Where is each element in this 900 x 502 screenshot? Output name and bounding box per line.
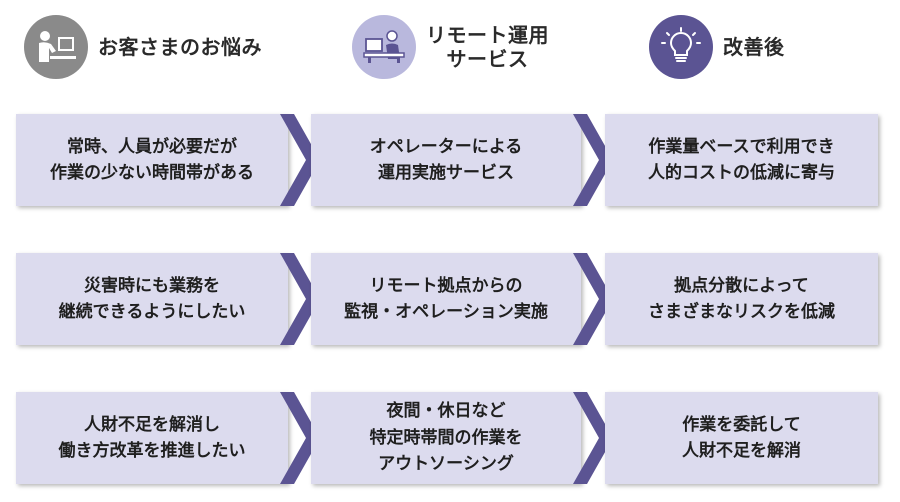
header-title: リモート運用 サービス <box>426 23 549 71</box>
box-text-line: 継続できるようにしたい <box>58 302 246 322</box>
box-text-line: 監視・オペレーション実施 <box>344 302 548 322</box>
problem-box: 人財不足を解消し 働き方改革を推進したい <box>16 392 288 484</box>
header-title: お客さまのお悩み <box>98 35 262 59</box>
service-box: リモート拠点からの 監視・オペレーション実施 <box>311 253 581 345</box>
box-text-line: 拠点分散によって <box>674 275 809 296</box>
box-text-line: 作業量ベースで利用でき <box>648 136 835 157</box>
operator-workstation-icon <box>352 15 416 79</box>
result-box: 作業量ベースで利用でき 人的コストの低減に寄与 <box>605 114 878 206</box>
problem-box: 災害時にも業務を 継続できるようにしたい <box>16 253 288 345</box>
box-text-line: 人財不足を解消 <box>682 441 801 461</box>
box-text-line: 運用実施サービス <box>378 163 514 183</box>
box-text-line: 人財不足を解消し <box>84 414 220 435</box>
service-box: 夜間・休日など 特定時帯間の作業を アウトソーシング <box>311 392 581 484</box>
box-text-line: 人的コストの低減に寄与 <box>648 163 835 183</box>
service-box: オペレーターによる 運用実施サービス <box>311 114 581 206</box>
header-title-line: 改善後 <box>723 35 785 59</box>
lightbulb-icon <box>649 15 713 79</box>
header-title-line: お客さまのお悩み <box>98 35 262 59</box>
box-text-line: 常時、人員が必要だが <box>67 136 237 157</box>
box-text-line: 特定時帯間の作業を <box>369 427 523 448</box>
box-text-line: さまざまなリスクを低減 <box>648 302 835 322</box>
box-text-line: リモート拠点からの <box>369 275 523 296</box>
problem-box: 常時、人員が必要だが 作業の少ない時間帯がある <box>16 114 288 206</box>
header-title-line: サービス <box>446 47 529 71</box>
box-text-line: オペレーターによる <box>369 136 523 157</box>
box-text-line: 作業の少ない時間帯がある <box>50 163 254 183</box>
box-text-line: 夜間・休日など <box>386 401 506 422</box>
box-text-line: アウトソーシング <box>378 454 514 475</box>
header-title-line: リモート運用 <box>426 23 549 47</box>
person-laptop-icon <box>24 15 88 79</box>
box-text-line: 作業を委託して <box>682 414 801 435</box>
result-box: 作業を委託して 人財不足を解消 <box>605 392 878 484</box>
box-text-line: 働き方改革を推進したい <box>58 441 246 461</box>
header-after-improvement: 改善後 <box>649 12 785 82</box>
header-remote-service: リモート運用 サービス <box>352 12 549 82</box>
result-box: 拠点分散によって さまざまなリスクを低減 <box>605 253 878 345</box>
header-customer-concerns: お客さまのお悩み <box>24 12 262 82</box>
box-text-line: 災害時にも業務を <box>84 275 220 296</box>
header-title: 改善後 <box>723 35 785 59</box>
